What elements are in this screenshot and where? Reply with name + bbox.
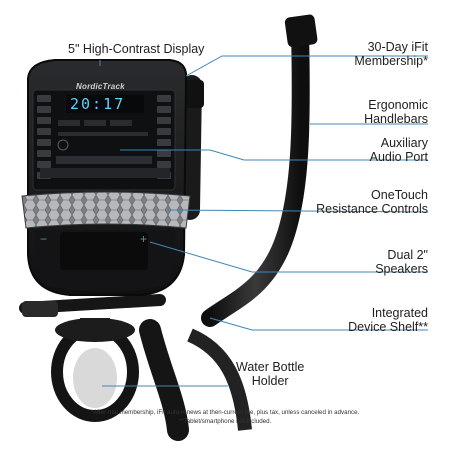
speakers-callout-line2: Speakers [375, 262, 428, 276]
rear-arc [187, 328, 252, 431]
frame-stem [139, 319, 189, 441]
audio-callout-line2: Audio Port [369, 150, 428, 164]
speakers-callout-line1: Dual 2" [387, 248, 428, 262]
ifit-callout: 30-Day iFit Membership* [354, 40, 428, 68]
ifit-callout-line1: 30-Day iFit [367, 40, 428, 54]
onetouch-callout: OneTouch Resistance Controls [316, 188, 428, 216]
shelf-callout-line1: Integrated [371, 306, 428, 320]
footnote-ifit: *After trial membership, iFit auto-renew… [90, 409, 360, 416]
right-handlebar [201, 21, 310, 327]
handlebars-callout: Ergonomic Handlebars [364, 98, 428, 126]
bottle-callout-line1: Water Bottle [236, 360, 305, 374]
onetouch-callout-line2: Resistance Controls [316, 202, 428, 216]
leader-lines [99, 55, 429, 387]
display-callout: 5" High-Contrast Display [68, 42, 205, 56]
shelf-callout: Integrated Device Shelf** [348, 306, 428, 334]
svg-text:−: − [40, 232, 47, 246]
footnote-tablet: **Tablet/smartphone not included. [178, 418, 272, 425]
bottle-callout-line2: Holder [251, 374, 289, 388]
handlebars-callout-line2: Handlebars [364, 112, 428, 126]
console: − + [21, 59, 191, 296]
ifit-callout-line2: Membership* [354, 54, 428, 68]
audio-callout-line1: Auxiliary [380, 136, 428, 150]
console-brand: NordicTrack [76, 82, 125, 91]
svg-text:+: + [140, 232, 147, 246]
shelf-callout-line2: Device Shelf** [348, 320, 428, 334]
water-bottle-holder [51, 318, 139, 422]
onetouch-callout-line1: OneTouch [371, 188, 428, 202]
bottle-callout: Water Bottle Holder [236, 360, 304, 388]
handlebars-callout-line1: Ergonomic [368, 98, 428, 112]
speakers-callout: Dual 2" Speakers [375, 248, 428, 276]
console-time-readout: 20:17 [70, 95, 126, 113]
audio-callout: Auxiliary Audio Port [370, 136, 428, 164]
